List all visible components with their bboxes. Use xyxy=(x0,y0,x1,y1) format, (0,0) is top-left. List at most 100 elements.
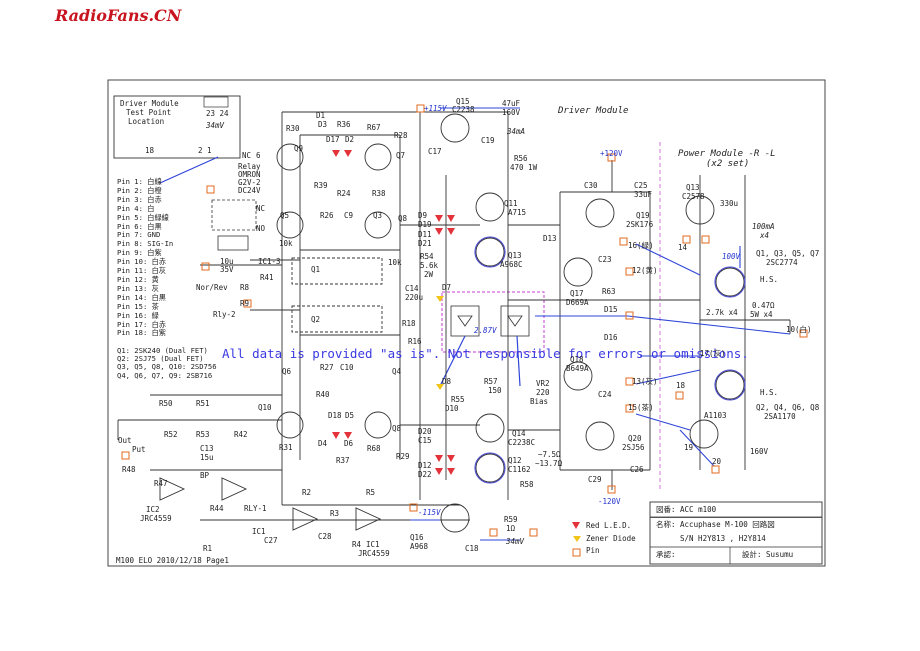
pin-entry: Pin 8: SIG-In xyxy=(117,239,174,249)
label-q3: Q3 xyxy=(373,211,383,220)
label-q9: Q9 xyxy=(294,144,304,153)
label-c24: C24 xyxy=(598,390,612,399)
label-c2238: C2238 xyxy=(452,105,475,114)
label-c15u: 15u xyxy=(200,453,214,462)
label-d4: D4 xyxy=(318,439,328,448)
label-a968: A968 xyxy=(410,542,429,551)
label-jrc4559: JRC4559 xyxy=(140,514,172,523)
label-c47u: 47uF xyxy=(502,99,521,108)
label-c330u: 330u xyxy=(720,199,739,208)
bias-box xyxy=(441,291,545,353)
label-k27x4: 2.7k x4 xyxy=(706,308,738,317)
label-q18: Q18 xyxy=(570,355,584,364)
label-d6: D6 xyxy=(344,439,354,448)
label-d21: D21 xyxy=(418,239,432,248)
label-q16: Q16 xyxy=(410,533,424,542)
label-r8: R8 xyxy=(240,283,250,292)
label-c33u: 33uF xyxy=(634,190,653,199)
pin-entry: Pin 10: 白赤 xyxy=(117,257,166,267)
inset-arrow xyxy=(159,156,219,184)
label-10k-a: 10k xyxy=(279,239,293,248)
label-q8b: Q8 xyxy=(392,424,402,433)
pin-entry: Pin 15: 茶 xyxy=(117,301,159,311)
label-r53: R53 xyxy=(196,430,210,439)
zener-marks xyxy=(436,296,581,542)
label-d3: D3 xyxy=(318,120,328,129)
label-q1: Q1 xyxy=(311,265,321,274)
label-d18: D18 xyxy=(328,411,342,420)
relay-line-3: G2V-2 xyxy=(238,178,261,187)
driver-module-title: Driver Module xyxy=(558,106,629,116)
label-r63: R63 xyxy=(602,287,616,296)
label-pin13: 13(灰) xyxy=(632,377,658,386)
pin-entry: Pin 5: 白緑線 xyxy=(117,212,169,222)
pin-markers xyxy=(121,104,808,557)
label-norrev: Nor/Rev xyxy=(196,283,228,292)
red-led-marks xyxy=(332,150,580,529)
label-c2238c: C2238C xyxy=(508,438,536,447)
label-c15: C15 xyxy=(418,436,432,445)
label-c18: C18 xyxy=(465,544,479,553)
label-q15: Q15 xyxy=(456,97,470,106)
pin-entry: Pin 6: 白黒 xyxy=(117,221,162,231)
label-q12: Q12 xyxy=(508,456,522,465)
legend-zener: Zener Diode xyxy=(586,533,636,543)
label-c30: C30 xyxy=(584,181,598,190)
label-q14: Q14 xyxy=(512,429,526,438)
relay-nc: NC xyxy=(242,151,252,160)
disclaimer-notice: All data is provided "as is". Not respon… xyxy=(222,346,749,361)
label-d5: D5 xyxy=(345,411,355,420)
label-d15: D15 xyxy=(604,305,618,314)
label-c10u: 10u xyxy=(220,257,234,266)
label-r52: R52 xyxy=(164,430,178,439)
designer: 設計: Susumu xyxy=(742,550,794,559)
label-r59: R59 xyxy=(504,515,518,524)
label-r55: R55 xyxy=(451,395,465,404)
pin-entry: Pin 18: 白紫 xyxy=(117,328,166,338)
label-r38: R38 xyxy=(372,189,386,198)
inset-title-3: Location xyxy=(128,117,165,126)
label-r67: R67 xyxy=(367,123,381,132)
label-d12: D12 xyxy=(418,461,432,470)
label-r50: R50 xyxy=(159,399,173,408)
test-point-inset xyxy=(113,95,241,159)
label-a1103: A1103 xyxy=(704,411,727,420)
label-b649a: B649A xyxy=(566,364,589,373)
label-10k-b: 10k xyxy=(388,258,402,267)
label-r41: R41 xyxy=(260,273,274,282)
label-r31: R31 xyxy=(279,443,293,452)
label-v115n: -115V xyxy=(418,508,441,517)
label-jrc4559b: JRC4559 xyxy=(358,549,390,558)
label-d19: D19 xyxy=(418,220,432,229)
relay-line-2: OMRON xyxy=(238,170,261,179)
pin-entry: Pin 14: 白黒 xyxy=(117,292,166,302)
label-r54: R54 xyxy=(420,252,434,261)
inset-label-21: 2 1 xyxy=(198,146,212,155)
label-d17: D17 xyxy=(326,135,340,144)
label-r28: R28 xyxy=(394,131,408,140)
label-c19: C19 xyxy=(481,136,495,145)
label-qnote2: 2SC2774 xyxy=(766,258,798,267)
label-c10: C10 xyxy=(340,363,354,372)
label-r29: R29 xyxy=(396,452,410,461)
label-c9: C9 xyxy=(344,211,354,220)
relay-six: 6 xyxy=(256,151,261,160)
label-c14: C14 xyxy=(405,284,419,293)
label-out: Out xyxy=(118,436,132,445)
label-r27: R27 xyxy=(320,363,334,372)
label-ma34: 34mA xyxy=(507,127,526,136)
label-r16: R16 xyxy=(408,337,422,346)
label-sk176: 2SK176 xyxy=(626,220,654,229)
label-r57v: 150 xyxy=(488,386,502,395)
label-r26: R26 xyxy=(320,211,334,220)
label-r40: R40 xyxy=(316,390,330,399)
label-pin16: 16(緑) xyxy=(628,241,654,250)
label-mv34: 34mV xyxy=(506,537,525,546)
pin-entry: Pin 17: 白赤 xyxy=(117,319,166,329)
label-r47: R47 xyxy=(154,479,168,488)
label-rly1: RLY-1 xyxy=(244,504,267,513)
inset-label-18: 18 xyxy=(145,146,155,155)
label-r39: R39 xyxy=(314,181,328,190)
label-c2578: C2578 xyxy=(682,192,705,201)
label-hs1: H.S. xyxy=(760,275,779,284)
